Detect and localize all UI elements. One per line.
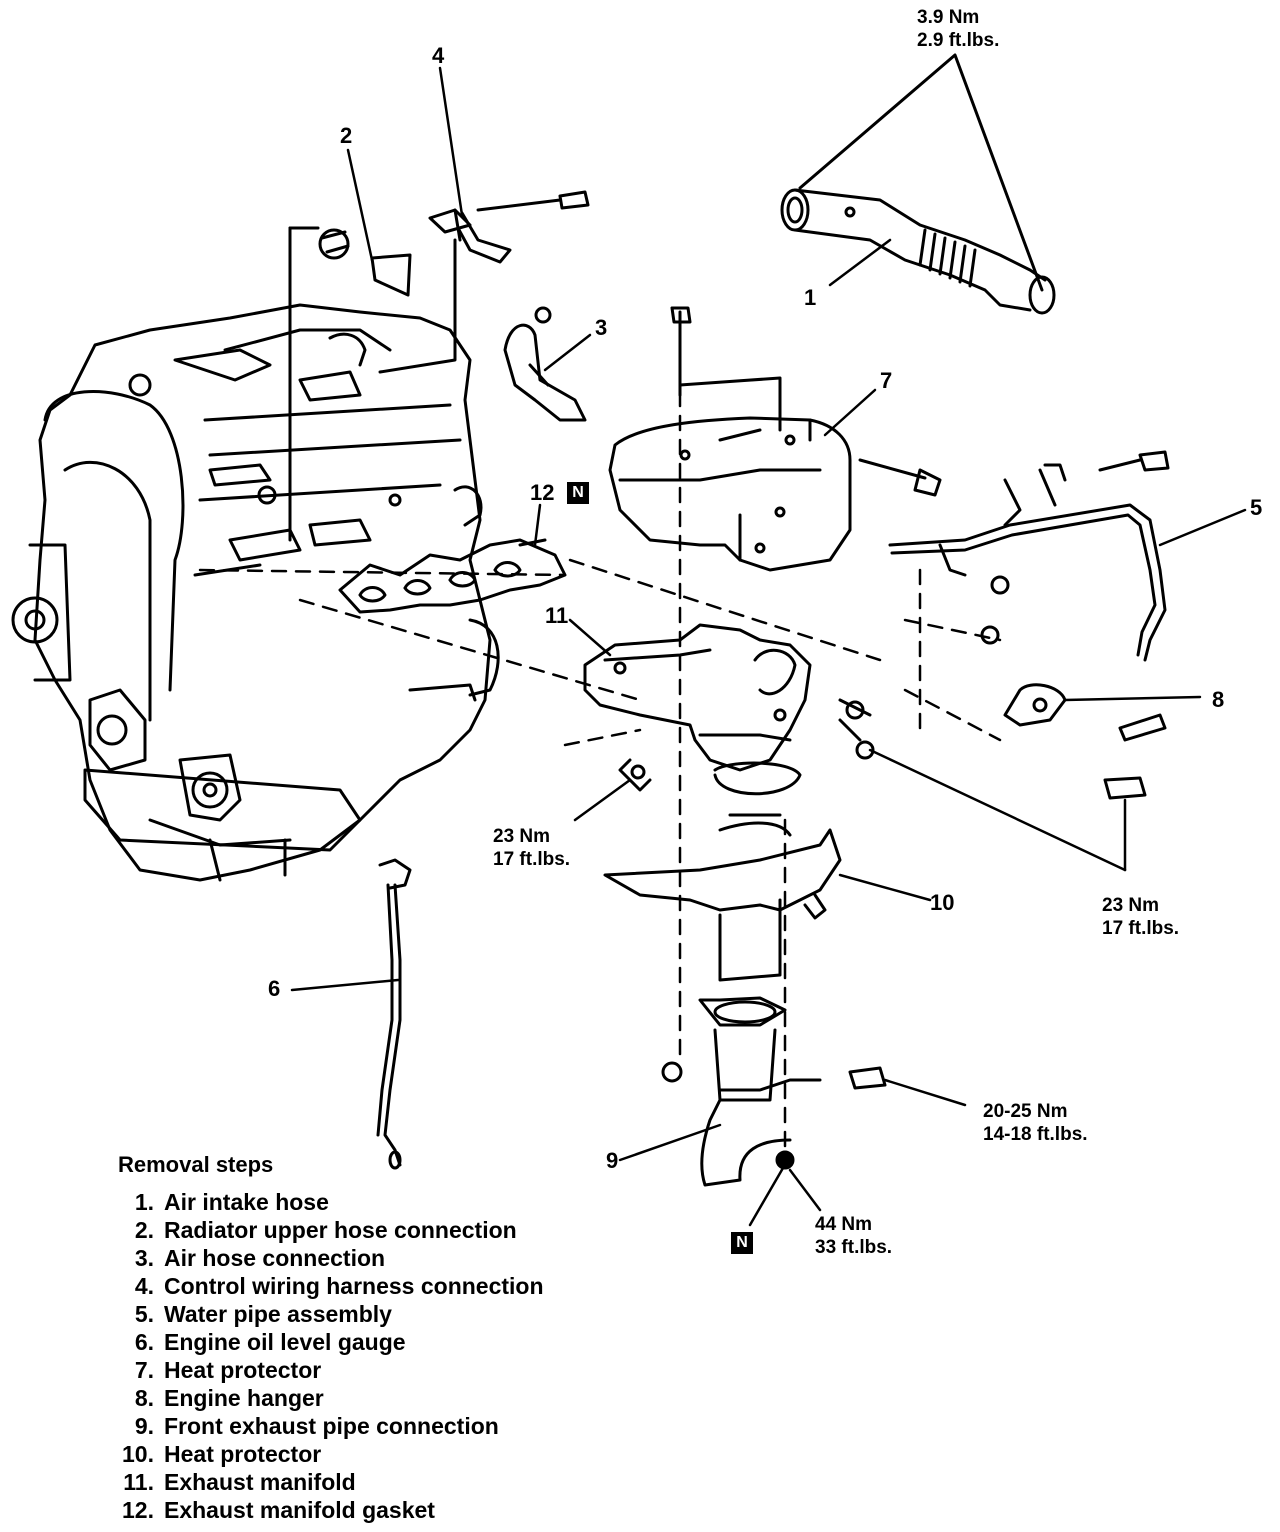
callout-4: 4	[432, 43, 445, 68]
torque-ftlbs: 17 ft.lbs.	[493, 849, 571, 871]
torque-nm: 20-25 Nm	[983, 1101, 1068, 1122]
callout-11: 11	[545, 603, 569, 628]
callout-1: 1	[804, 285, 817, 310]
callout-6: 6	[268, 976, 281, 1001]
torque-ftlbs: 33 ft.lbs.	[815, 1237, 893, 1259]
list-item: 10. Heat protector	[118, 1440, 544, 1468]
step-number: 9.	[134, 1413, 154, 1439]
step-number: 5.	[134, 1301, 154, 1327]
engine-hanger	[838, 683, 1167, 800]
callout-10: 10	[930, 890, 955, 915]
step-text: Heat protector	[164, 1441, 322, 1467]
callout-3: 3	[595, 315, 608, 340]
exhaust-manifold	[583, 623, 812, 796]
engine-block	[11, 303, 500, 882]
callout-12: 12	[530, 480, 555, 505]
step-text: Water pipe assembly	[164, 1301, 392, 1327]
list-item: 8. Engine hanger	[118, 1384, 544, 1412]
wiring-connector	[378, 190, 590, 374]
list-item: 4. Control wiring harness connection	[118, 1272, 544, 1300]
exhaust-manifold-gasket	[338, 538, 567, 614]
step-number: 1.	[134, 1189, 154, 1215]
alignment-lines	[198, 318, 1002, 1152]
list-item: 7. Heat protector	[118, 1356, 544, 1384]
removal-steps: Removal steps 1. Air intake hose 2. Radiat…	[118, 1152, 544, 1524]
list-item: 11. Exhaust manifold	[118, 1468, 544, 1496]
list-item: 12. Exhaust manifold gasket	[118, 1496, 544, 1524]
step-number: 3.	[134, 1245, 154, 1271]
step-text: Front exhaust pipe connection	[164, 1413, 499, 1439]
torque-pipe-bracket: 20-25 Nm 14-18 ft.lbs.	[983, 1100, 1088, 1146]
callout-8: 8	[1212, 687, 1225, 712]
list-item: 1. Air intake hose	[118, 1188, 544, 1216]
step-text: Heat protector	[164, 1357, 322, 1383]
step-text: Exhaust manifold gasket	[164, 1497, 435, 1523]
removal-steps-list: 1. Air intake hose 2. Radiator upper hose …	[118, 1188, 544, 1524]
step-text: Air intake hose	[164, 1189, 329, 1215]
callout-5: 5	[1250, 495, 1263, 520]
water-pipe	[888, 450, 1170, 662]
step-text: Exhaust manifold	[164, 1469, 356, 1495]
removal-steps-title: Removal steps	[118, 1152, 274, 1177]
oil-level-gauge	[376, 858, 412, 1170]
radiator-hose	[288, 226, 412, 542]
list-item: 2. Radiator upper hose connection	[118, 1216, 544, 1244]
torque-hose-clamp: 3.9 Nm 2.9 ft.lbs.	[917, 6, 999, 52]
torque-pipe-nut: 44 Nm 33 ft.lbs.	[815, 1213, 892, 1259]
torque-manifold-right: 23 Nm 17 ft.lbs.	[1102, 894, 1179, 940]
air-intake-hose	[780, 53, 1056, 315]
callout-2: 2	[340, 123, 353, 148]
step-text: Control wiring harness connection	[164, 1273, 544, 1299]
torque-nm: 23 Nm	[1102, 895, 1160, 916]
step-number: 6.	[134, 1329, 154, 1355]
list-item: 6. Engine oil level gauge	[118, 1328, 544, 1356]
step-text: Air hose connection	[164, 1245, 386, 1271]
heat-protector-upper	[608, 306, 942, 572]
torque-ftlbs: 17 ft.lbs.	[1102, 918, 1180, 940]
front-pipe-assembly	[603, 758, 887, 1187]
torque-ftlbs: 14-18 ft.lbs.	[983, 1124, 1088, 1146]
air-hose	[503, 306, 587, 422]
callout-7: 7	[880, 368, 893, 393]
torque-nm: 23 Nm	[493, 826, 551, 847]
list-item: 9. Front exhaust pipe connection	[118, 1412, 544, 1440]
torque-nm: 44 Nm	[815, 1214, 873, 1235]
step-number: 7.	[134, 1357, 154, 1383]
step-text: Engine hanger	[164, 1385, 324, 1411]
torque-ftlbs: 2.9 ft.lbs.	[917, 30, 1000, 52]
step-number: 8.	[134, 1385, 154, 1411]
list-item: 5. Water pipe assembly	[118, 1300, 544, 1328]
step-number: 11.	[123, 1469, 154, 1495]
torque-nm: 3.9 Nm	[917, 7, 980, 28]
step-number: 4.	[134, 1273, 154, 1299]
list-item: 3. Air hose connection	[118, 1244, 544, 1272]
step-text: Engine oil level gauge	[164, 1329, 406, 1355]
step-number: 10.	[122, 1441, 154, 1467]
step-number: 2.	[134, 1217, 154, 1243]
step-text: Radiator upper hose connection	[164, 1217, 517, 1243]
n-mark-gasket: N	[567, 482, 589, 504]
leader-lines	[290, 66, 1247, 1227]
n-mark-pipe: N	[731, 1232, 753, 1254]
step-number: 12.	[122, 1497, 154, 1523]
torque-manifold-left: 23 Nm 17 ft.lbs.	[493, 825, 570, 871]
callout-9: 9	[606, 1148, 619, 1173]
